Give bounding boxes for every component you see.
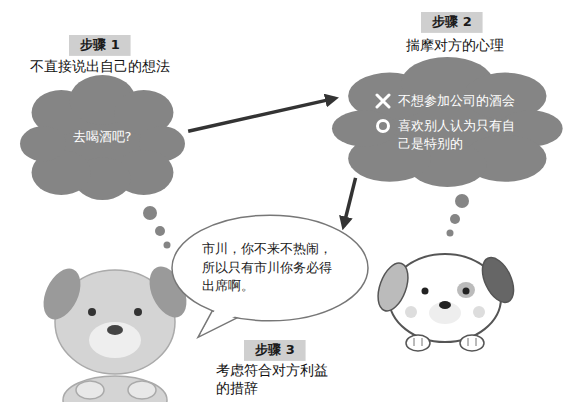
thought-text: 去喝酒吧? [73, 128, 132, 147]
circle-mark [375, 118, 391, 134]
step-number: 步骤 2 [432, 14, 472, 31]
reason-row: 喜欢别人认为只有自己是特别的 [375, 117, 518, 152]
node-content: 步骤 3 [255, 342, 295, 359]
white-dog [372, 253, 520, 351]
speech-text: 市川，你不来不热闹，所以只有市川你务必得出席啊。 [202, 240, 338, 297]
reason-text: 不想参加公司的酒会 [398, 92, 515, 110]
node-content: 市川，你不来不热闹，所以只有市川你务必得出席啊。 [202, 240, 338, 297]
cross-mark [375, 93, 391, 109]
step-number: 步骤 1 [80, 37, 120, 54]
step-description: 考虑符合对方利益的措辞 [216, 361, 340, 397]
flow-arrow [188, 98, 335, 131]
step-description: 揣摩对方的心理 [375, 36, 535, 54]
step-tag: 步骤 2 [421, 12, 483, 33]
node-content: 步骤 1 [80, 37, 120, 54]
step-description: 不直接说出自己的想法 [10, 57, 190, 75]
step-number: 步骤 3 [255, 342, 295, 359]
step-tag: 步骤 3 [244, 340, 306, 361]
node-content: 去喝酒吧? [73, 128, 132, 147]
thought-cloud: 不想参加公司的酒会喜欢别人认为只有自己是特别的 [332, 57, 563, 187]
node-content: 不想参加公司的酒会喜欢别人认为只有自己是特别的 [375, 88, 518, 157]
flow-arrow [344, 178, 356, 226]
step-tag: 步骤 1 [69, 35, 131, 56]
thought-cloud: 去喝酒吧? [20, 75, 185, 200]
reason-row: 不想参加公司的酒会 [375, 92, 515, 110]
node-content: 步骤 2 [432, 14, 472, 31]
speech-bubble: 市川，你不来不热闹，所以只有市川你务必得出席啊。 [170, 213, 370, 323]
grey-dog [36, 261, 194, 402]
reason-text: 喜欢别人认为只有自己是特别的 [398, 117, 518, 152]
